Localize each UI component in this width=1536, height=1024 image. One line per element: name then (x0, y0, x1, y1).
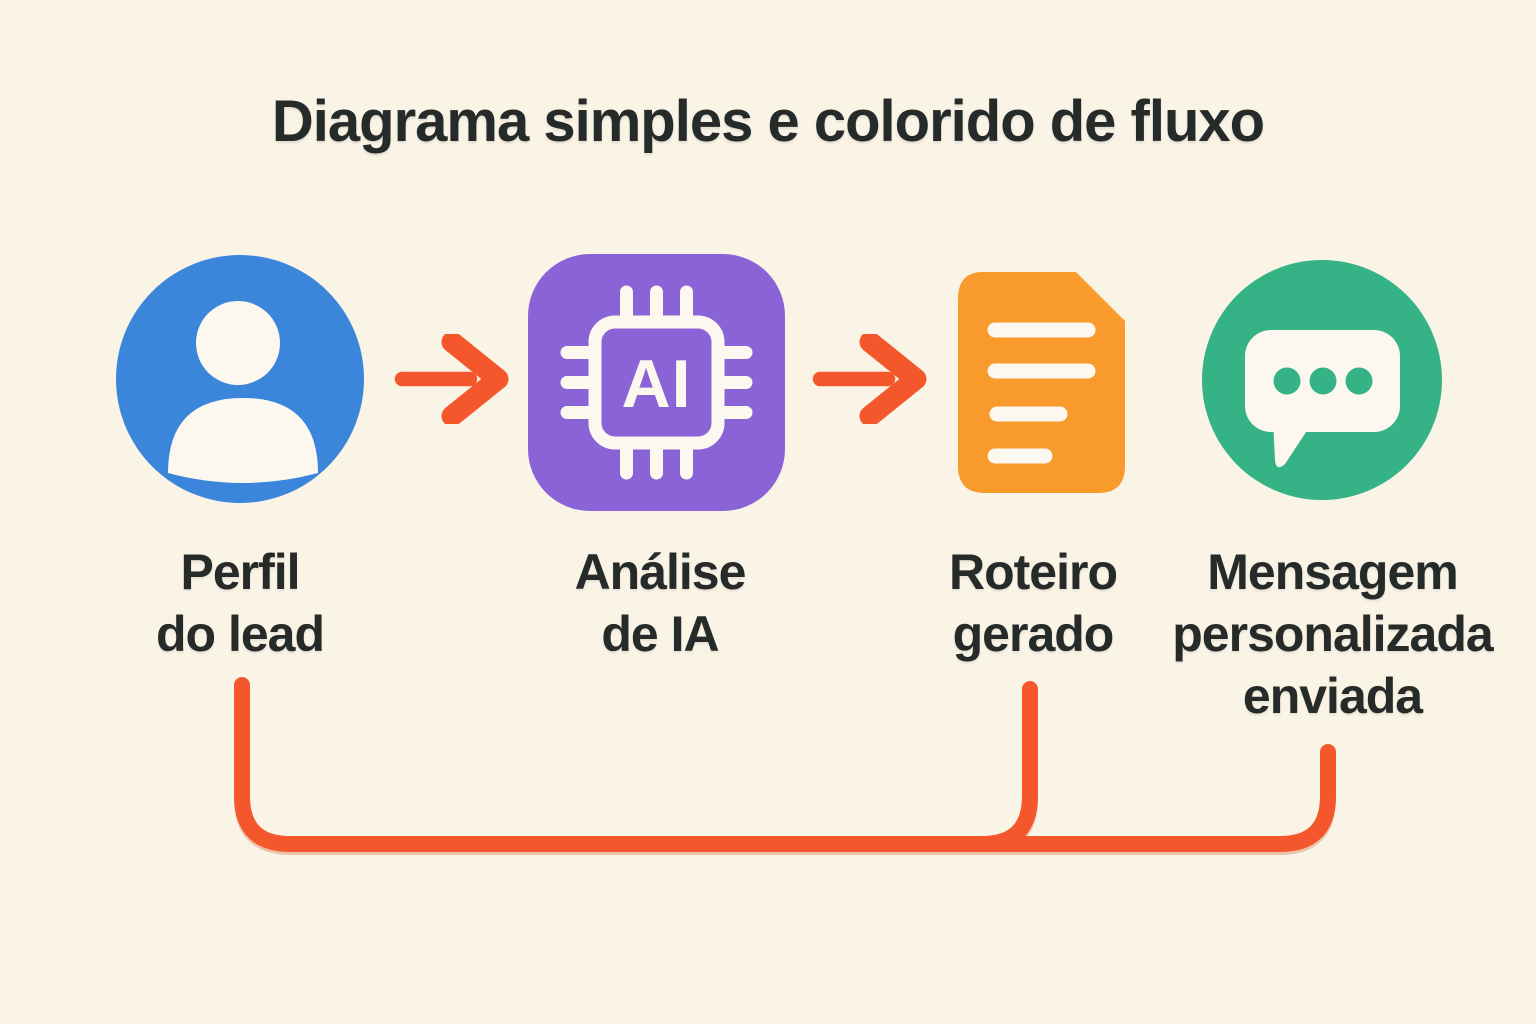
chat-bubble-icon (1202, 260, 1442, 500)
label-line: Roteiro (949, 544, 1118, 600)
label-line: de IA (601, 606, 719, 662)
label-perfil-do-lead: Perfil do lead (80, 541, 400, 665)
ai-chip-outline (560, 285, 753, 480)
label-roteiro-gerado: Roteiro gerado (873, 541, 1193, 665)
flow-arrow-2-icon (812, 334, 927, 424)
diagram-title: Diagrama simples e colorido de fluxo (271, 89, 1265, 154)
flow-arrow-1-icon (394, 334, 509, 424)
label-line: Perfil (180, 544, 300, 600)
label-mensagem-personalizada: Mensagem personalizada enviada (1145, 541, 1520, 727)
ai-chip-label: AI (622, 346, 692, 422)
label-line: enviada (1242, 668, 1423, 724)
label-line: gerado (952, 606, 1115, 662)
ai-chip-icon: AI (528, 254, 785, 511)
label-line: do lead (155, 606, 325, 662)
chat-typing-dots (1273, 367, 1373, 395)
ai-chip-background (528, 254, 785, 511)
label-line: Mensagem (1207, 544, 1458, 600)
document-icon (958, 272, 1125, 493)
user-icon (116, 255, 364, 503)
label-line: Análise (574, 544, 747, 600)
document-text-lines (987, 322, 1096, 464)
label-line: personalizada (1172, 606, 1493, 662)
label-analise-de-ia: Análise de IA (500, 541, 820, 665)
user-icon-silhouette (168, 301, 318, 483)
